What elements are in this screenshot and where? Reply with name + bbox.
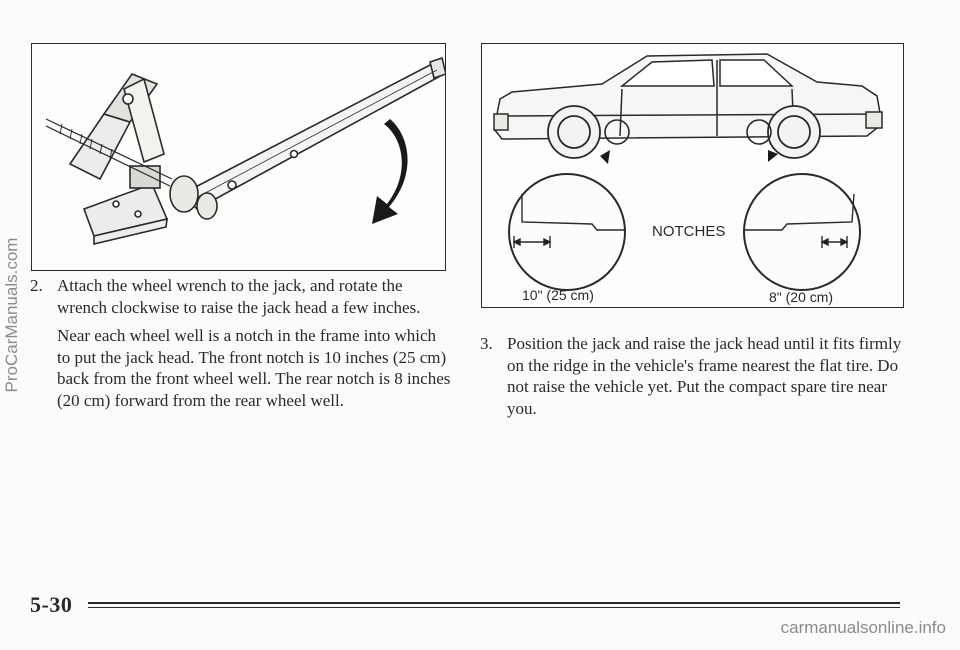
- jack-wrench-drawing: [45, 56, 445, 246]
- bottom-watermark: carmanualsonline.info: [780, 618, 946, 637]
- jack-body: [68, 73, 169, 246]
- step-2-text: Attach the wheel wrench to the jack, and…: [57, 276, 421, 317]
- step-2: 2. Attach the wheel wrench to the jack, …: [30, 275, 455, 318]
- step-2-number: 2.: [30, 276, 43, 295]
- step-3-text: Position the jack and raise the jack hea…: [507, 334, 902, 418]
- side-watermark: ProCarManuals.com: [2, 237, 21, 393]
- front-notch-detail: [508, 173, 626, 291]
- car-side-drawing: NOTCHES 10" (25 cm) 8" (20 cm): [493, 53, 883, 305]
- front-measurement-label: 10" (25 cm): [522, 287, 594, 303]
- jack-screw: [45, 118, 173, 187]
- step-3-number: 3.: [480, 334, 493, 353]
- page-number: 5-30: [30, 592, 73, 617]
- footer-rule: [88, 602, 900, 604]
- car-wheels: [547, 105, 821, 159]
- notches-label: NOTCHES: [652, 223, 725, 240]
- car-notch-diagram: NOTCHES 10" (25 cm) 8" (20 cm): [481, 43, 904, 308]
- front-notch-marker: [604, 119, 630, 145]
- front-arrow-icon: [600, 150, 610, 164]
- wrench-handle: [180, 63, 445, 210]
- rear-notch-marker: [746, 119, 772, 145]
- rear-arrow-icon: [768, 150, 778, 162]
- rear-notch-detail: [743, 173, 861, 291]
- notch-location-paragraph: Near each wheel well is a notch in the f…: [57, 326, 451, 410]
- clockwise-arrow-icon: [372, 119, 408, 224]
- jack-illustration: [31, 43, 446, 271]
- footer-rule-thin: [88, 607, 900, 608]
- step-3: 3. Position the jack and raise the jack …: [480, 333, 905, 419]
- rear-measurement-label: 8" (20 cm): [769, 289, 833, 305]
